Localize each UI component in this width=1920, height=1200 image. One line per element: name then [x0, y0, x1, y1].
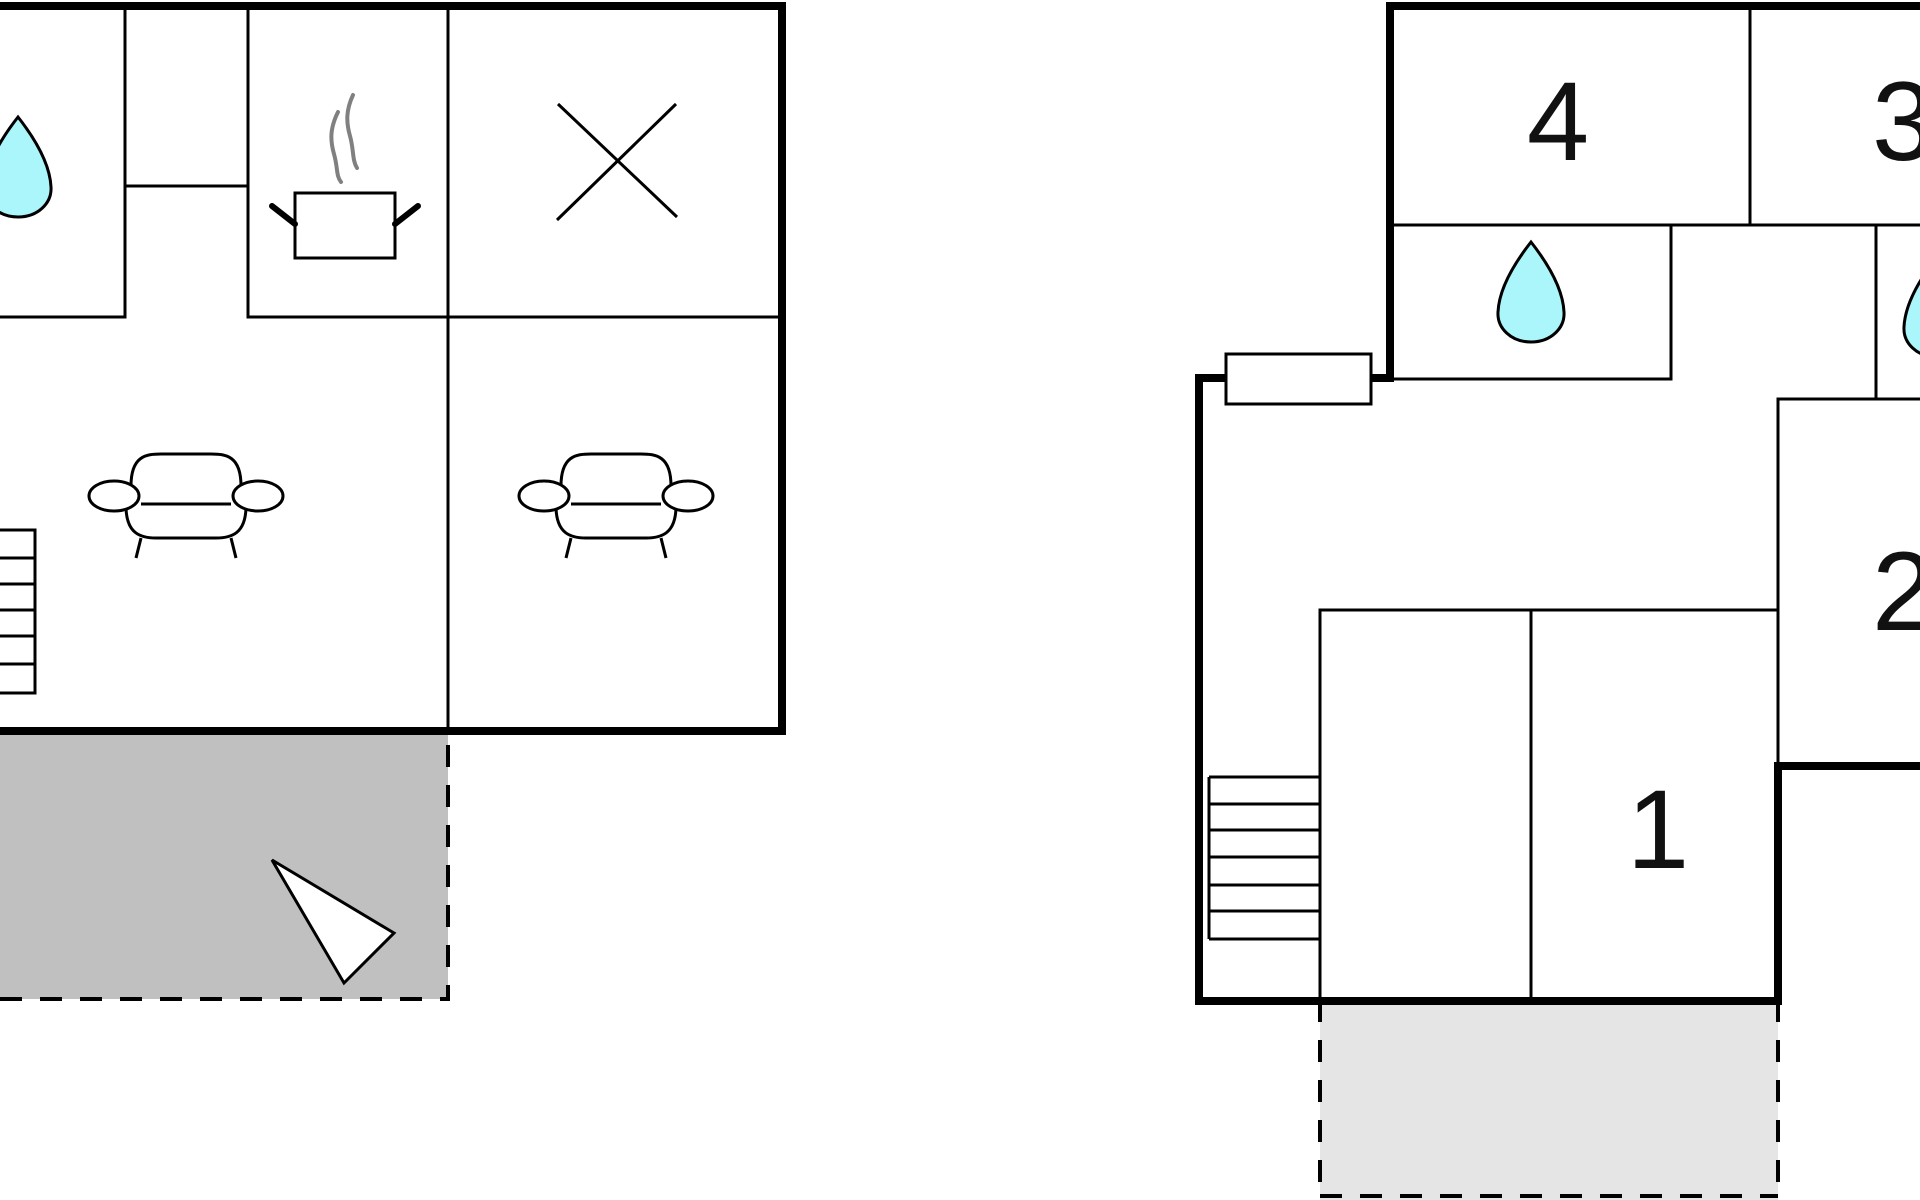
room-number-2: 2 — [1872, 529, 1920, 654]
room-number-4: 4 — [1527, 59, 1589, 184]
triangle-marker-icon — [270, 858, 397, 986]
staircase-icon — [1207, 775, 1320, 941]
cooking-pot-icon — [269, 93, 421, 260]
sofa-icon — [87, 452, 285, 560]
water-drop-icon — [1496, 240, 1566, 344]
upper-floor: 4 3 2 1 — [1195, 2, 1920, 1200]
sofa-icon — [517, 452, 715, 560]
window-icon — [1224, 352, 1373, 406]
room-number-3: 3 — [1872, 59, 1920, 184]
cross-icon — [555, 102, 679, 222]
ground-floor — [0, 2, 786, 1001]
water-drop-icon — [0, 115, 53, 219]
water-drop-icon — [1902, 255, 1920, 359]
terrace-ground-floor — [0, 731, 448, 999]
terrace-upper-floor — [1320, 1000, 1778, 1200]
staircase-icon — [0, 528, 37, 695]
room-number-1: 1 — [1627, 767, 1689, 892]
